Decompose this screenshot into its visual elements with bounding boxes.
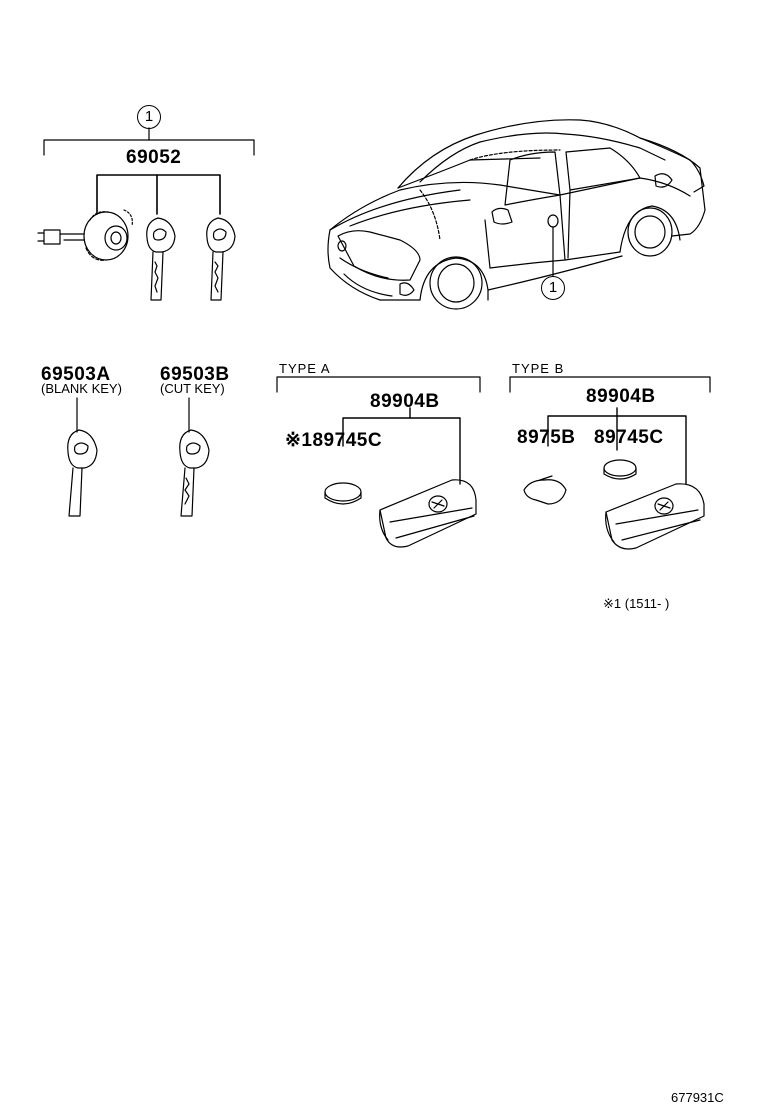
blank-key-part-number[interactable]: 69503A (41, 364, 111, 385)
type-b-fob-drawing (605, 483, 705, 550)
cut-key-note: (CUT KEY) (160, 381, 225, 396)
type-b-battery-drawing (603, 459, 637, 480)
type-a-leader (342, 417, 461, 485)
key-drawing-set-2 (206, 217, 236, 301)
type-b-bracket (509, 376, 711, 393)
type-a-bracket (276, 376, 481, 393)
cut-key-drawing (179, 429, 210, 517)
set-bracket (43, 127, 255, 156)
lock-cylinder-drawing (37, 209, 133, 261)
key-drawing-set-1 (146, 217, 176, 301)
set-callout: 1 (137, 105, 161, 129)
blank-key-note: (BLANK KEY) (41, 381, 122, 396)
type-b-cover-drawing (523, 475, 567, 505)
type-a-label: TYPE A (279, 361, 331, 376)
drawing-number: 677931C (671, 1090, 724, 1105)
type-b-label: TYPE B (512, 361, 565, 376)
car-callout: 1 (541, 276, 565, 300)
type-b-assembly-part-number[interactable]: 89904B (586, 386, 656, 407)
car-drawing (327, 119, 706, 310)
type-b-cover-part-number[interactable]: 8975B (517, 427, 576, 448)
set-leader (96, 174, 221, 215)
type-a-fob-drawing (379, 479, 477, 548)
type-a-battery-drawing (324, 482, 362, 505)
blank-key-drawing (67, 429, 98, 517)
cut-key-part-number[interactable]: 69503B (160, 364, 230, 385)
set-part-number[interactable]: 69052 (126, 147, 182, 168)
type-b-battery-part-number[interactable]: 89745C (594, 427, 664, 448)
type-a-assembly-part-number[interactable]: 89904B (370, 391, 440, 412)
type-a-battery-part-number[interactable]: ※189745C (285, 430, 383, 451)
footnote: ※1 (1511- ) (603, 596, 670, 611)
